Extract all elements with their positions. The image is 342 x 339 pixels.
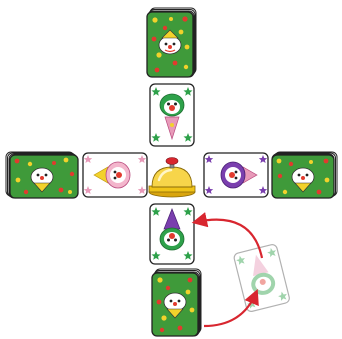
arrow-right-icon [204, 293, 256, 326]
arrow-up-icon [196, 220, 262, 258]
